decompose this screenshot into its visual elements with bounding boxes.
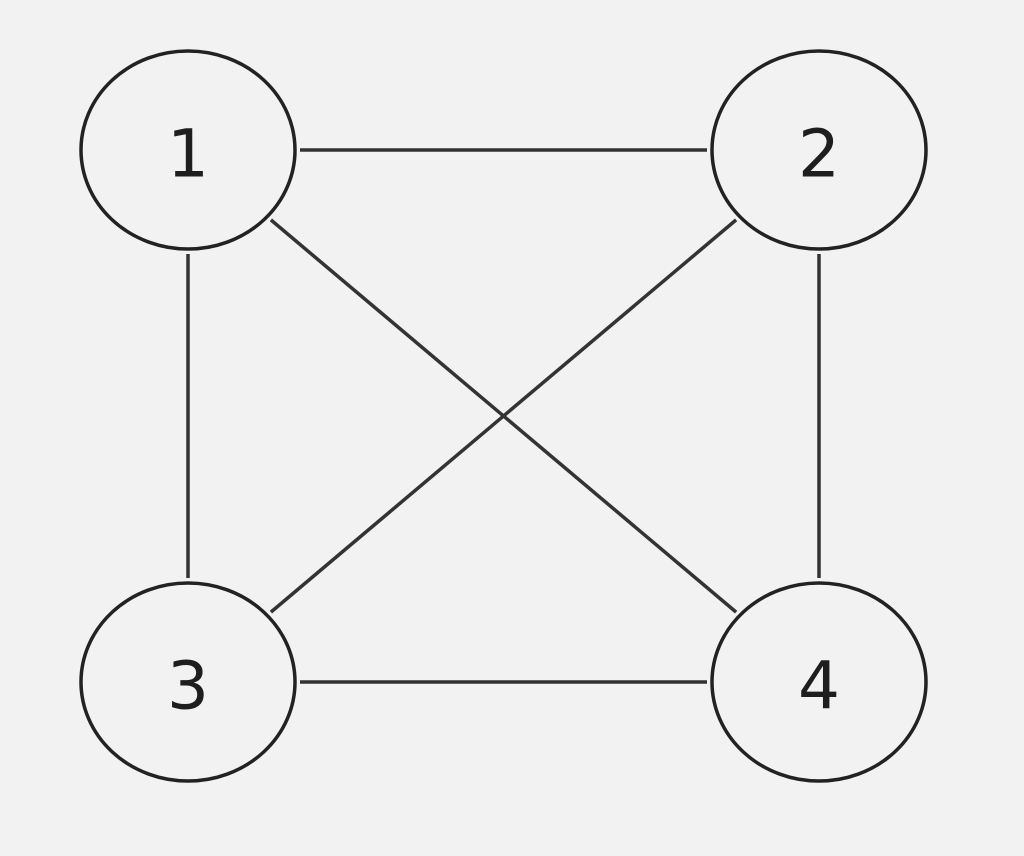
node-label: 4 (798, 648, 840, 725)
node-4: 4 (710, 581, 928, 783)
node-circle (79, 581, 297, 783)
node-3: 3 (79, 581, 297, 783)
node-label: 2 (798, 116, 840, 193)
nodes-layer: 1 2 3 4 (79, 49, 928, 783)
node-circle (710, 581, 928, 783)
node-label: 3 (167, 648, 209, 725)
edge-2-3 (269, 218, 738, 614)
node-circle (79, 49, 297, 251)
node-1: 1 (79, 49, 297, 251)
node-2: 2 (710, 49, 928, 251)
edges-layer (186, 148, 821, 684)
node-label: 1 (167, 116, 209, 193)
node-circle (710, 49, 928, 251)
